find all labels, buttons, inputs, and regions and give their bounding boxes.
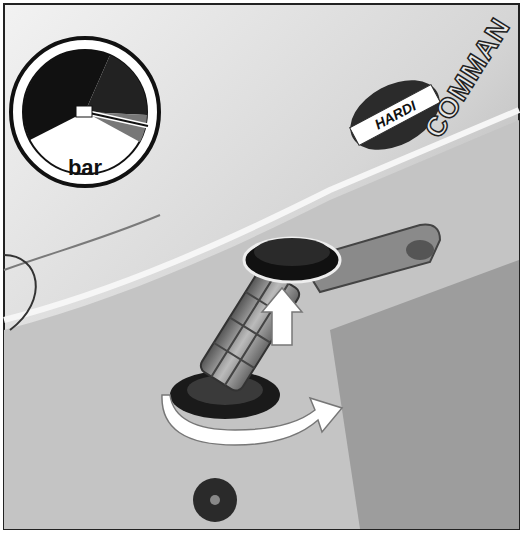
gauge-ring	[11, 38, 159, 186]
gauge-hub	[76, 106, 92, 117]
tank-line	[4, 215, 160, 270]
leader-line	[4, 255, 36, 330]
filter-ribs	[198, 266, 302, 393]
filter-cap	[244, 238, 340, 282]
gauge-needle	[85, 112, 148, 126]
cap-top	[254, 238, 330, 266]
gauge-dark-sector	[85, 55, 147, 115]
gauge-needle-edge	[85, 112, 148, 126]
turn-arrow	[162, 395, 342, 445]
fitting	[193, 478, 237, 522]
tank-shadow	[330, 260, 519, 529]
filter-mesh	[198, 266, 302, 393]
lift-arrow	[262, 288, 302, 345]
lever-pivot	[406, 240, 434, 260]
photo-frame	[4, 4, 519, 529]
gauge-unit: bar	[68, 155, 102, 181]
gauge-grey-sector	[85, 112, 147, 142]
fitting-bolt	[210, 495, 220, 505]
